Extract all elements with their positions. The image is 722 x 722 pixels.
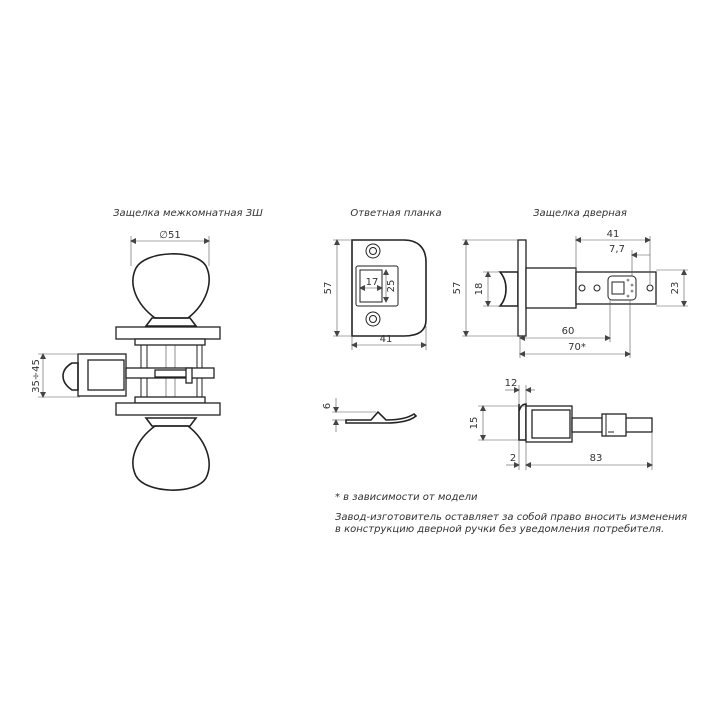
backset-label: 35÷45	[31, 359, 42, 393]
backset-dimension: 35÷45	[31, 353, 80, 398]
latch-bolt-height-label: 18	[474, 283, 485, 296]
plate-depth-label: 6	[322, 403, 333, 409]
plate-hole-width-label: 17	[366, 277, 379, 288]
latch-23-label: 23	[670, 282, 681, 295]
latch-70-label: 70*	[568, 342, 586, 353]
side-2-label: 2	[510, 453, 516, 464]
strike-plate-dimensions: 57 41 17 25	[323, 239, 427, 350]
door-latch-title: Защелка дверная	[533, 208, 627, 219]
side-12-label: 12	[505, 378, 518, 389]
latch-7-7-label: 7,7	[609, 244, 625, 255]
strike-plate-title: Ответная планка	[350, 208, 441, 219]
disclaimer-line-2: в конструкцию дверной ручки без уведомле…	[335, 523, 664, 535]
interior-latch-title: Защелка межкомнатная ЗШ	[113, 208, 263, 219]
knob-diameter-label: ∅51	[159, 230, 180, 241]
latch-face-height-label: 57	[452, 282, 463, 295]
plate-height-label: 57	[323, 282, 334, 295]
footnote-text: * в зависимости от модели	[335, 492, 478, 503]
door-latch-front-dimensions: 57 18 41 7,7 23 60 70*	[452, 229, 688, 358]
door-latch-side-dimensions: 12 15 2 83	[469, 378, 653, 470]
disclaimer-line-1: Завод-изготовитель оставляет за собой пр…	[335, 511, 687, 523]
plate-hole-height-label: 25	[386, 280, 397, 293]
strike-plate-front	[351, 239, 427, 337]
latch-60-label: 60	[562, 326, 575, 337]
side-83-label: 83	[590, 453, 603, 464]
door-latch-side	[518, 403, 653, 443]
knob-diameter-dimension: ∅51	[130, 230, 210, 266]
knob-assembly	[62, 253, 221, 491]
strike-plate-side: 6	[322, 398, 418, 432]
door-latch-front	[498, 239, 657, 337]
plate-width-label: 41	[380, 334, 393, 345]
side-15-label: 15	[469, 417, 480, 430]
latch-41-label: 41	[607, 229, 620, 240]
